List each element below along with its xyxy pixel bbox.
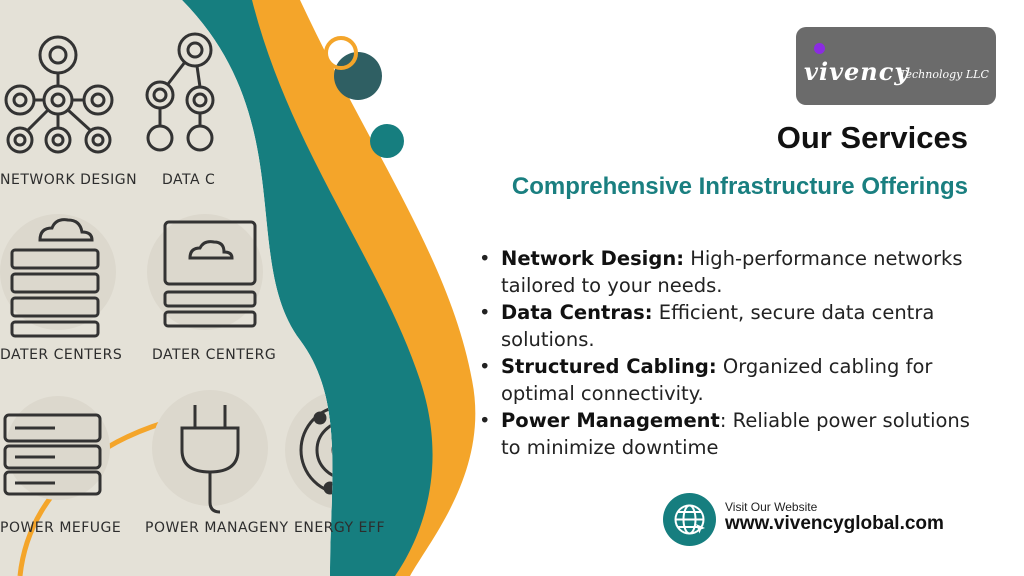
decor-circle-teal [370, 124, 404, 158]
illustration-caption: POWER MANAGENY [145, 520, 289, 536]
power-plug-icon [152, 390, 268, 514]
website-label: Visit Our Website [725, 500, 818, 514]
service-description: High-performance networks tailored to yo… [501, 247, 963, 297]
bullet: • [479, 247, 491, 270]
list-item: • Data Centras: Efficient, secure data ce… [476, 299, 986, 353]
list-item: • Structured Cabling: Organized cabling f… [476, 353, 986, 407]
illustration-caption: POWER MEFUGE [0, 520, 122, 536]
service-term: Power Management [501, 409, 720, 432]
globe-icon[interactable] [663, 493, 716, 546]
bullet: • [479, 355, 491, 378]
logo-suffix: Technology LLC [899, 68, 989, 81]
illustration-caption: DATER CENTERG [152, 347, 277, 363]
logo-dot [814, 43, 825, 54]
server-cloud-icon [0, 214, 116, 338]
service-description: Efficient, secure data centra solutions. [501, 301, 935, 351]
logo-wordmark: vivency [804, 57, 910, 86]
teal-wave [182, 0, 433, 576]
list-item: • Power Management: Reliable power soluti… [476, 407, 986, 461]
bullet: • [479, 409, 491, 432]
services-list: • Network Design: High-performance networ… [476, 245, 986, 461]
service-description: : Reliable power solutions to minimize d… [501, 409, 970, 459]
globe-icon-graphic [674, 504, 705, 535]
page-subtitle: Comprehensive Infrastructure Offerings [511, 173, 968, 200]
decor-ring-orange [324, 36, 358, 70]
network-icon [4, 35, 114, 154]
page-title: Our Services [776, 120, 968, 155]
illustration-caption: NETWORK DESIGN [0, 172, 138, 188]
illustration-caption: ENERGY EFF [294, 520, 385, 536]
service-description: Organized cabling for optimal connectivi… [501, 355, 933, 405]
energy-orbit-icon [285, 390, 333, 510]
service-term: Network Design: [501, 247, 684, 270]
website-link[interactable]: www.vivencyglobal.com [725, 513, 944, 534]
list-item: • Network Design: High-performance networ… [476, 245, 986, 299]
server-rack-icon [3, 396, 110, 500]
monitor-cloud-icon [147, 214, 263, 330]
services-illustration [0, 0, 476, 576]
service-term: Structured Cabling: [501, 355, 717, 378]
bullet: • [479, 301, 491, 324]
illustration-caption: DATER CENTERS [0, 347, 123, 363]
service-term: Data Centras: [501, 301, 653, 324]
illustration-caption: DATA C [162, 172, 216, 188]
company-logo [796, 27, 996, 105]
network-icon [145, 32, 215, 152]
